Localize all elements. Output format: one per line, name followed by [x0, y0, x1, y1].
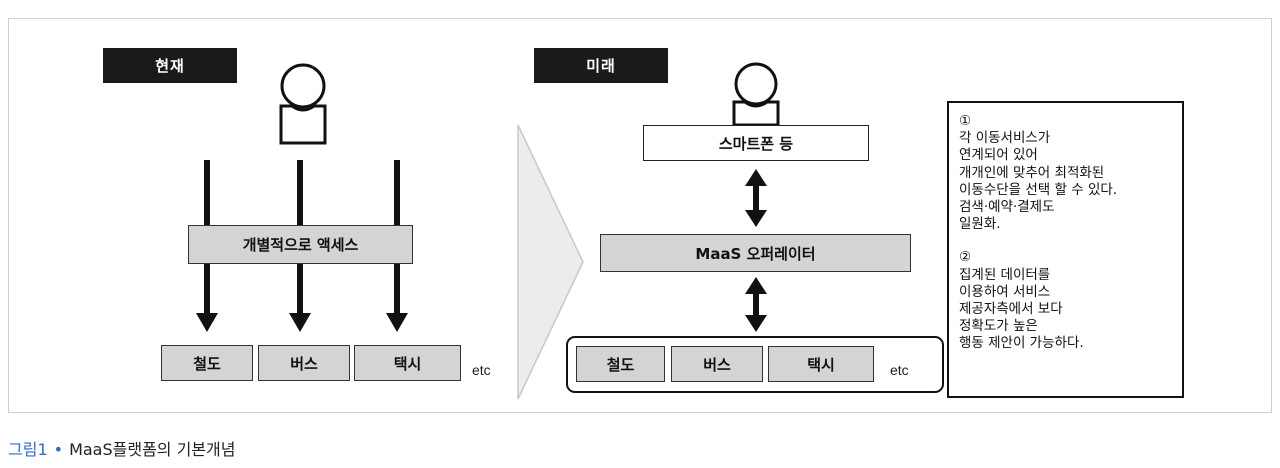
- maas-operator-bar: MaaS 오퍼레이터: [600, 234, 911, 272]
- figure-caption: 그림1 • MaaS플랫폼의 기본개념: [8, 436, 235, 460]
- present-mode-rail: 철도: [161, 345, 253, 381]
- note-line: 집계된 데이터를: [959, 266, 1051, 283]
- note-line: 제공자측에서 보다: [959, 301, 1063, 318]
- arrowhead-down-icon: [745, 210, 767, 227]
- future-mode-taxi: 택시: [768, 346, 874, 382]
- caption-text: MaaS플랫폼의 기본개념: [69, 440, 236, 459]
- present-mode-taxi: 택시: [354, 345, 461, 381]
- smartphone-box: 스마트폰 등: [643, 125, 869, 161]
- future-tag: 미래: [534, 48, 668, 83]
- caption-label: 그림1: [8, 440, 48, 459]
- arrowhead-up-icon: [745, 277, 767, 294]
- note-line: 일원화.: [959, 216, 1001, 233]
- note-line: 이동수단을 선택 할 수 있다.: [959, 181, 1118, 198]
- note-line: 정확도가 높은: [959, 318, 1038, 335]
- note-line: ①: [959, 113, 972, 129]
- future-double-arrows: [745, 169, 767, 332]
- present-tag: 현재: [103, 48, 237, 83]
- note-line: 연계되어 있어: [959, 147, 1038, 164]
- arrowhead-up-icon: [745, 169, 767, 186]
- explanation-note: ① 각 이동서비스가 연계되어 있어 개개인에 맞추어 최적화된 이동수단을 선…: [947, 101, 1184, 398]
- future-etc-label: etc: [890, 362, 909, 378]
- present-etc-label: etc: [472, 362, 491, 378]
- note-line: 이용하여 서비스: [959, 283, 1051, 300]
- note-line: 검색·예약·결제도: [959, 199, 1055, 216]
- note-line: ②: [959, 249, 972, 266]
- transition-chevron-icon: [517, 124, 584, 400]
- future-mode-bus: 버스: [671, 346, 763, 382]
- note-line: 개개인에 맞추어 최적화된: [959, 164, 1105, 181]
- individual-access-bar: 개별적으로 액세스: [188, 225, 413, 264]
- person-icon-future: [732, 62, 780, 127]
- arrowhead-icon: [386, 313, 408, 332]
- arrowhead-icon: [196, 313, 218, 332]
- arrowhead-down-icon: [745, 315, 767, 332]
- person-icon-present: [279, 63, 327, 145]
- present-mode-bus: 버스: [258, 345, 350, 381]
- note-line: 행동 제안이 가능하다.: [959, 335, 1084, 352]
- note-line: 각 이동서비스가: [959, 130, 1051, 147]
- arrowhead-icon: [289, 313, 311, 332]
- note-spacer: [959, 233, 1172, 249]
- future-mode-rail: 철도: [576, 346, 665, 382]
- caption-separator: •: [53, 440, 64, 459]
